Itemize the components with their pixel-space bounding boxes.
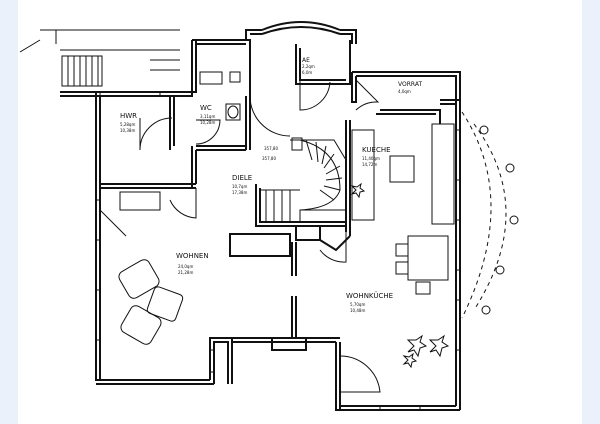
- top-block-wc: [192, 39, 251, 96]
- ae-area-a: 2,2qm: [302, 64, 315, 69]
- door-vorrat: [355, 79, 380, 111]
- chair-1: [395, 243, 409, 257]
- door-bottom: [339, 355, 381, 393]
- plant-1: [406, 334, 428, 358]
- kitchen-furniture: [351, 123, 455, 295]
- plant-3: [402, 352, 418, 369]
- armchair-2: [120, 305, 162, 345]
- chimney: [271, 337, 307, 351]
- window-bay-left: [209, 349, 215, 373]
- door-living: [99, 209, 127, 237]
- door-diele: [169, 188, 197, 219]
- right-bay-outline: [461, 111, 507, 319]
- windows: [95, 91, 461, 411]
- wc-sink: [199, 71, 223, 85]
- kueche-area-a: 11,40qm: [362, 156, 380, 161]
- outer-wall-bottom-left: [96, 379, 214, 385]
- diele-name: DIELE: [232, 174, 252, 182]
- kueche-name: KUECHE: [362, 146, 391, 154]
- ae-area-b: 6,0m: [302, 70, 312, 75]
- walls: [60, 29, 461, 411]
- door-ae: [299, 80, 331, 111]
- window-right-2: [455, 219, 461, 271]
- wohnkueche-area-a: 5,70qm: [350, 302, 365, 307]
- window-right-3: [455, 299, 461, 351]
- plant-2: [428, 334, 450, 358]
- window-hwr: [119, 191, 161, 211]
- hwr-right-wall: [169, 96, 175, 150]
- wc-right-wall: [245, 96, 251, 150]
- hwr-name: HWR: [120, 112, 137, 120]
- diele-left-wall: [191, 146, 197, 188]
- window-bottom: [379, 405, 421, 411]
- living-kitchen-divider: [291, 296, 297, 338]
- wohnen-name: WOHNEN: [176, 252, 209, 260]
- wc-basin: [225, 103, 241, 121]
- room-labels: HWR 5,28qm 10,38m WC 3,11qm 10,28m AE 2,…: [120, 57, 422, 313]
- armchair-1: [118, 259, 160, 299]
- window-right-1: [455, 129, 461, 181]
- door-hwr: [139, 117, 173, 151]
- wall-center: [291, 242, 297, 276]
- kitchen-counter-right: [431, 123, 455, 225]
- vorrat-name: VORRAT: [398, 81, 422, 88]
- living-furniture: [118, 259, 184, 345]
- dining-table: [407, 235, 449, 281]
- window-left-1: [95, 199, 101, 241]
- wc-bottom: [196, 145, 246, 151]
- entrance-arch-walls: [245, 29, 357, 44]
- wohnkueche-area-b: 10,48m: [350, 308, 365, 313]
- vorrat-walls: [351, 71, 461, 103]
- chair-2: [395, 261, 409, 275]
- stair-mark-upper: 357,80: [264, 146, 278, 151]
- staircase: [260, 137, 347, 222]
- stair-outline: [260, 139, 347, 222]
- exterior-steps: [19, 29, 180, 87]
- stair-mark-lower: 357,80: [262, 156, 276, 161]
- wohnen-area-b: 21,28m: [178, 270, 193, 275]
- window-hwr-top: [99, 91, 161, 97]
- window-left-2: [95, 289, 101, 341]
- wc-toilet: [227, 105, 239, 119]
- wohnen-area-a: 24,0qm: [178, 264, 193, 269]
- kueche-area-b: 14,72m: [362, 162, 377, 167]
- wc-fixtures: [199, 71, 241, 121]
- diele-area-b: 17,38m: [232, 190, 247, 195]
- bay-posts: [479, 125, 519, 315]
- door-kitchen: [319, 232, 347, 263]
- kitchen-upper-wall: [376, 109, 441, 124]
- doors: [99, 79, 381, 393]
- plant-4: [350, 182, 366, 199]
- hwr-bottom: [100, 183, 196, 189]
- door-diele-right: [249, 95, 291, 137]
- plants: [350, 182, 450, 369]
- steps-block: [61, 55, 103, 87]
- wc-area-b: 10,28m: [200, 120, 215, 125]
- kitchen-diag-wall: [319, 235, 351, 252]
- wc-name: WC: [200, 104, 212, 112]
- hwr-area-b: 10,38m: [120, 128, 135, 133]
- wohnkueche-name: WOHNKÜCHE: [346, 291, 393, 300]
- wall-segment-diele-bottom: [229, 233, 291, 257]
- ae-fixture: [229, 71, 241, 83]
- chair-3: [415, 281, 431, 295]
- coffee-table: [146, 286, 184, 322]
- kitchen-counter-left: [351, 129, 375, 221]
- vorrat-area: 4,0qm: [398, 89, 411, 94]
- diele-area-a: 10,7qm: [232, 184, 247, 189]
- entrance-arch: [261, 21, 341, 35]
- wc-area-a: 3,11qm: [200, 114, 215, 119]
- ae-name: AE: [302, 57, 310, 64]
- kitchen-island: [389, 155, 415, 183]
- door-wc: [195, 119, 221, 145]
- hwr-area-a: 5,28qm: [120, 122, 135, 127]
